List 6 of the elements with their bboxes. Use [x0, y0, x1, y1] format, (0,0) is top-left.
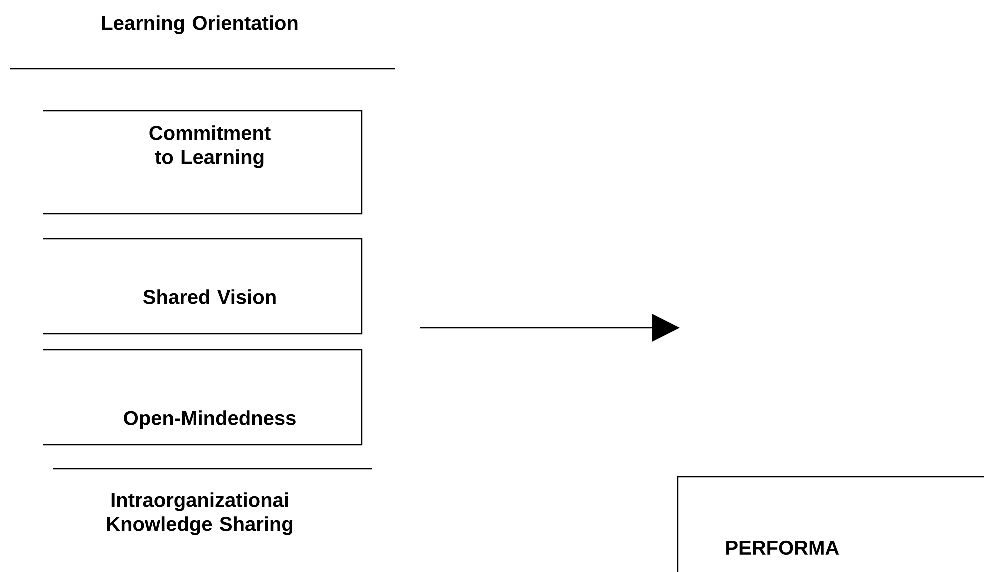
heading: Learning Orientation	[102, 16, 298, 34]
process-box: PERFORMA	[677, 476, 984, 572]
process-box: Commitment to Learning	[43, 110, 363, 215]
process-box: Open-Mindedness	[43, 349, 363, 446]
process-box: Shared Vision	[43, 238, 363, 335]
heading: Intraorganizationai Knowledge Sharing	[107, 492, 293, 536]
